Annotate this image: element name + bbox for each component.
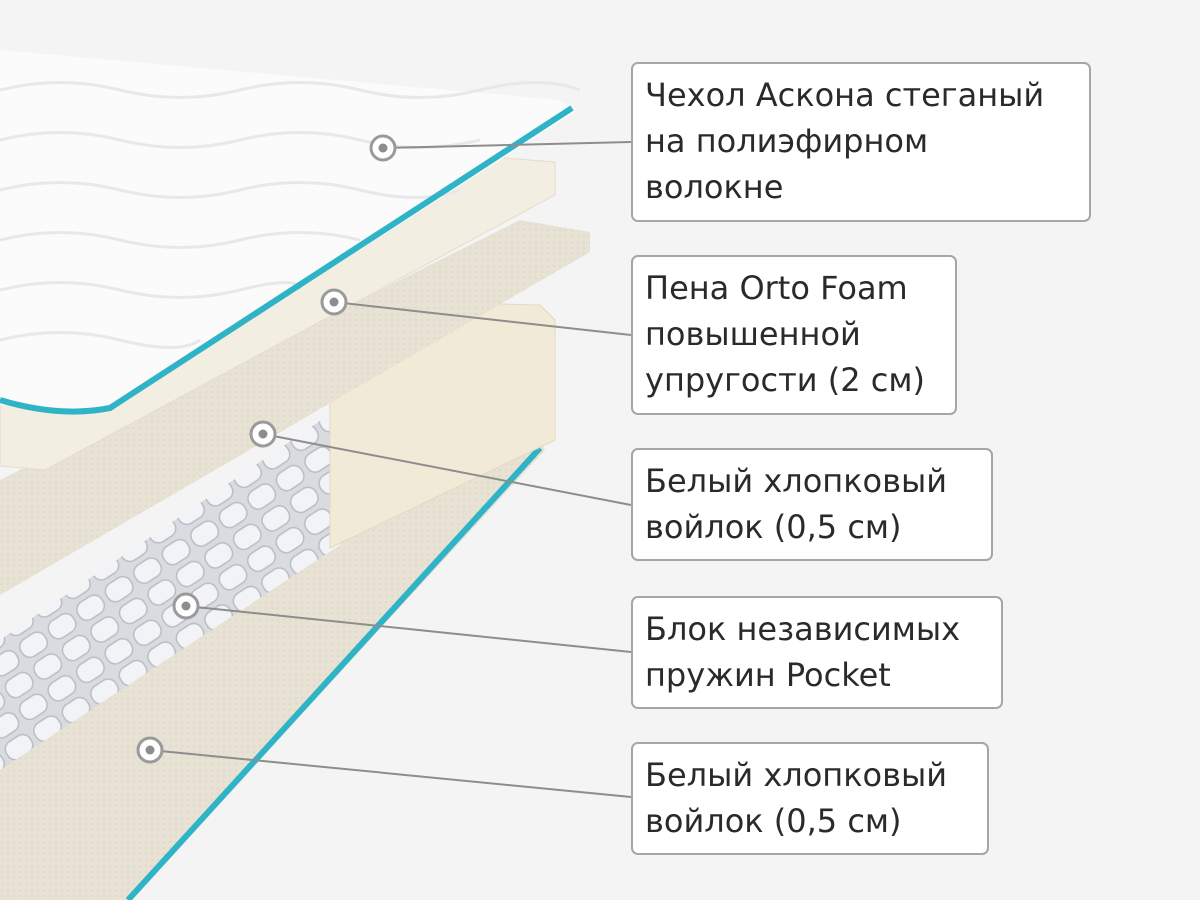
callout-pocket-springs: Блок независимых пружин Pocket	[631, 596, 1003, 709]
cover-edge-trim	[0, 105, 574, 415]
quilting-pattern	[0, 81, 581, 349]
bottom-edge-trim	[125, 445, 543, 900]
callout-felt-bottom: Белый хлопковый войлок (0,5 см)	[631, 742, 989, 855]
leader-line-felt-bottom	[149, 749, 632, 798]
callout-text: на полиэфирном	[645, 122, 929, 160]
callout-cover: Чехол Аскона стеганый на полиэфирном вол…	[631, 62, 1091, 222]
callout-text: войлок (0,5 см)	[645, 508, 902, 546]
callout-text: пружин Pocket	[645, 656, 891, 694]
callout-text: Белый хлопковый	[645, 756, 948, 794]
callout-felt-top: Белый хлопковый войлок (0,5 см)	[631, 448, 993, 561]
leader-line-felt-top	[262, 433, 632, 506]
callout-text: Блок независимых	[645, 610, 961, 648]
callout-text: Белый хлопковый	[645, 462, 948, 500]
callout-text: войлок (0,5 см)	[645, 802, 902, 840]
leader-line-springs	[185, 605, 632, 653]
leader-line-foam	[333, 301, 632, 336]
callout-text: упругости (2 см)	[645, 361, 925, 399]
quilted-cover	[0, 50, 575, 410]
callout-text: Чехол Аскона стеганый	[645, 76, 1045, 114]
bottom-felt-layer	[0, 405, 545, 900]
callout-text: повышенной	[645, 315, 861, 353]
callout-orto-foam: Пена Orto Foam повышенной упругости (2 с…	[631, 255, 957, 415]
callout-text: Пена Orto Foam	[645, 269, 908, 307]
callout-text: волокне	[645, 168, 784, 206]
leader-line-cover	[382, 141, 632, 149]
